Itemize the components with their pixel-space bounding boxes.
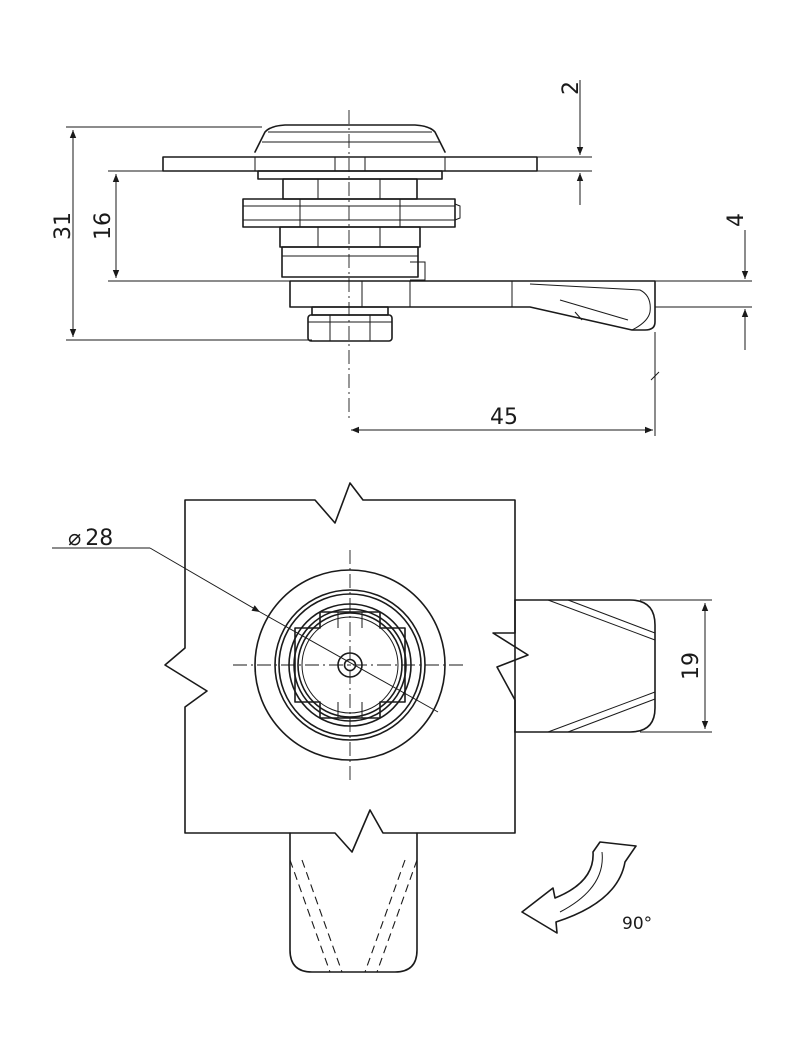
diameter-symbol: ⌀ [68,526,81,551]
dim-cam-thickness: 4 [724,213,749,227]
key-cross-slot [294,611,406,719]
screw-nut [307,314,393,342]
lower-thread [279,226,421,248]
curved-rotate-arrow-icon [521,841,637,934]
screw-washer [311,306,389,316]
housing-body [281,246,419,278]
dim-diameter: 28 [85,526,113,551]
dim-body-height: 16 [91,212,116,240]
flange-plate-top [164,482,529,853]
dim-overall-height: 31 [51,212,76,240]
key-head [254,124,446,153]
svg-text:⌀28: ⌀28 [68,526,113,551]
rotation-angle: 90° [622,914,652,934]
dim-cam-reach: 45 [490,405,518,430]
side-view: 31 16 2 4 45 [51,80,752,436]
dim-flange-thickness: 2 [559,81,584,95]
cam-lever [289,280,656,331]
cam-lever-top [514,599,656,733]
upper-thread [282,178,418,200]
dim-cam-width: 19 [679,652,704,680]
top-view: ⌀28 19 90° [52,482,712,973]
flange-neck [257,170,443,180]
mounting-flange [162,156,538,172]
cam-lever-hidden [289,832,418,973]
